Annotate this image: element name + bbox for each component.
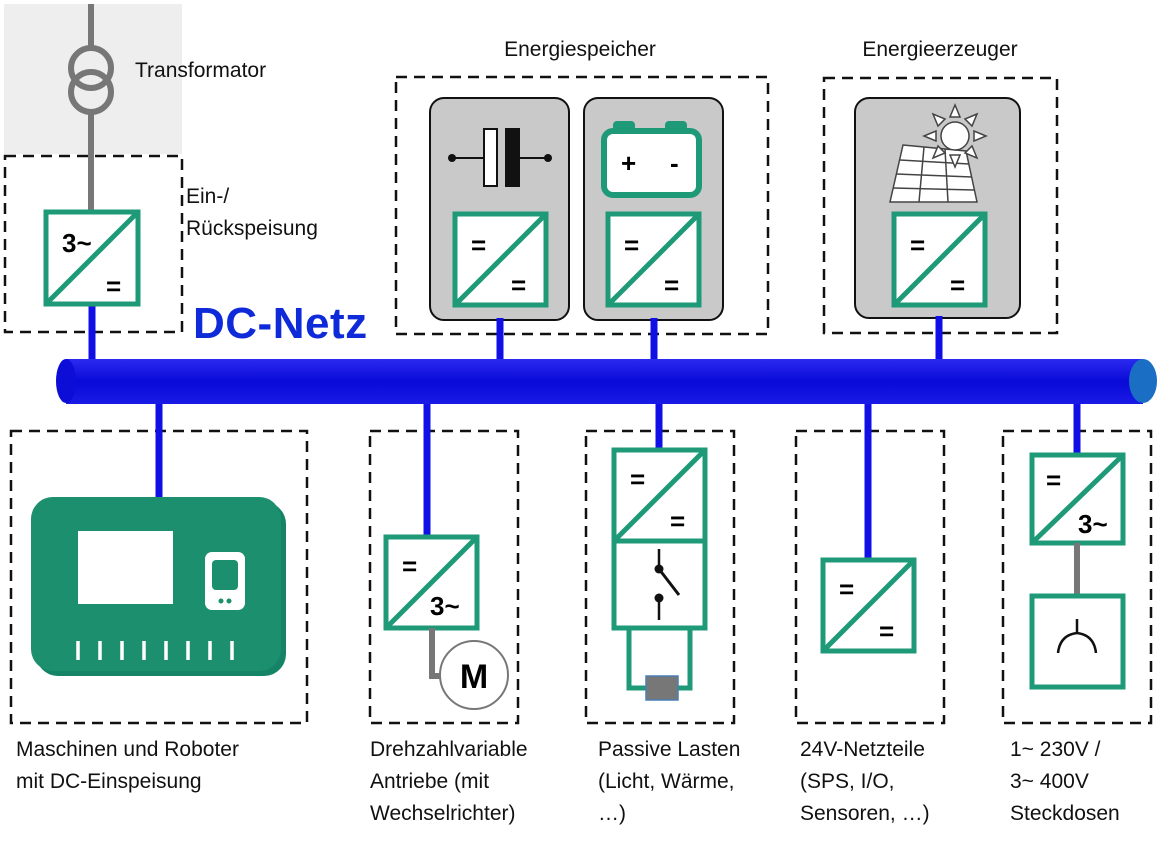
socket-icon — [1029, 593, 1126, 690]
drives-label: Drehzahlvariable Antriebe (mit Wechselri… — [370, 738, 528, 825]
machine-controller-icon — [31, 497, 286, 676]
converter-output-symbol: = — [664, 270, 679, 300]
converter-input-symbol: = — [402, 551, 417, 581]
capacitor-icon — [448, 128, 552, 187]
storage-box — [394, 75, 770, 336]
sockets-label: 1~ 230V / 3~ 400V Steckdosen — [1010, 738, 1120, 825]
converter-output-symbol: = — [670, 506, 685, 536]
drive-inverter: = 3~ — [383, 534, 480, 631]
converter-input-symbol: = — [630, 464, 645, 494]
drives-box — [368, 429, 520, 725]
pv-converter: = = — [891, 211, 988, 308]
motor-letter: M — [460, 658, 488, 696]
sun-icon — [922, 103, 988, 169]
converter-output-symbol: = — [511, 270, 526, 300]
generator-title: Energieerzeuger — [862, 38, 1018, 61]
load-wiring — [626, 628, 693, 691]
converter-output-symbol: 3~ — [1078, 509, 1108, 539]
sockets-inverter: = 3~ — [1029, 452, 1126, 546]
converter-output-symbol: = — [950, 270, 965, 300]
battery-minus-sign: - — [670, 148, 679, 178]
motor-connection — [429, 628, 442, 679]
converter-output-symbol: = — [879, 616, 894, 646]
converter-input-symbol: = — [624, 230, 639, 260]
transformer-icon — [68, 4, 114, 212]
psu24-label: 24V-Netzteile (SPS, I/O, Sensoren, …) — [800, 738, 930, 825]
converter-input-symbol: = — [1046, 465, 1061, 495]
switch-icon — [611, 538, 708, 631]
resistive-load-icon — [645, 675, 679, 701]
dc-bus — [56, 359, 1157, 404]
machines-label: Maschinen und Roboter mit DC-Einspeisung — [16, 738, 239, 793]
dc-bus-title: DC-Netz — [193, 299, 368, 348]
capacitor-converter: = = — [452, 211, 549, 308]
converter-input-symbol: = — [910, 230, 925, 260]
storage-title: Energiespeicher — [504, 38, 656, 61]
converter-input-symbol: 3~ — [62, 228, 92, 258]
passive-label: Passive Lasten (Licht, Wärme, …) — [598, 738, 741, 825]
motor-icon: M — [439, 640, 509, 710]
transformer-label: Transformator — [135, 59, 267, 82]
converter-output-symbol: 3~ — [430, 591, 460, 621]
grid-converter: 3~ = — [43, 209, 141, 307]
psu24-converter: = = — [820, 557, 917, 654]
feed-label: Ein-/ Rückspeisung — [186, 185, 318, 240]
converter-input-symbol: = — [839, 574, 854, 604]
converter-input-symbol: = — [471, 230, 486, 260]
converter-output-symbol: = — [106, 271, 121, 301]
solar-panel-icon — [889, 144, 978, 203]
battery-icon: + - — [601, 121, 702, 198]
passive-load-converter: = = — [611, 447, 708, 544]
battery-plus-sign: + — [621, 148, 636, 178]
battery-converter: = = — [605, 211, 702, 308]
